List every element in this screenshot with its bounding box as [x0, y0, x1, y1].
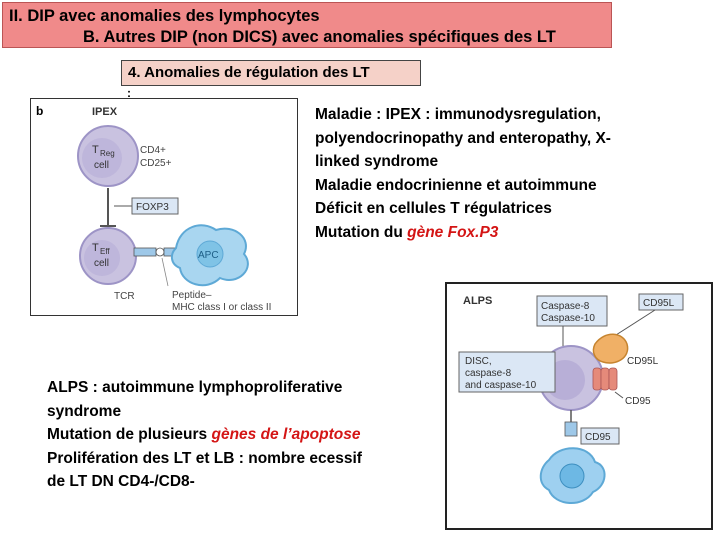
teff-cell: T Eff cell [79, 227, 137, 285]
caspase10-label: Caspase-10 [541, 313, 595, 324]
svg-text:cell: cell [94, 258, 109, 269]
alps-figure: ALPS Caspase-8 Caspase-10 CD95L CD95L DI… [445, 282, 713, 530]
caspase-box [536, 295, 608, 327]
peptide-label: Peptide– [172, 290, 212, 301]
cd25-label: CD25+ [140, 158, 172, 169]
ipex-figure: b IPEX T Reg cell CD4+ CD25+ FOXP3 T Eff… [30, 98, 298, 316]
cd95-box-label: CD95 [585, 432, 611, 443]
alps-line4: Prolifération des LT et LB : nombre eces… [47, 449, 362, 467]
svg-text:APC: APC [198, 250, 219, 261]
ipex-diagram: b IPEX T Reg cell CD4+ CD25+ FOXP3 T Eff… [30, 98, 298, 316]
alps-line5: de LT DN CD4-/CD8- [47, 473, 195, 490]
disc-label-3: and caspase-10 [465, 380, 537, 391]
tcr-label: TCR [114, 291, 135, 302]
disc-box [458, 351, 556, 393]
alps-line1: ALPS : autoimmune lymphoproliferative [47, 379, 343, 396]
cd95-box [580, 427, 620, 445]
section-title-colon: : [127, 86, 131, 100]
svg-text:Reg: Reg [100, 149, 115, 158]
ipex-line3: linked syndrome [315, 153, 439, 170]
alps-line3: Mutation de plusieurs gènes de l’apoptos… [47, 423, 427, 447]
ipex-line2: polyendocrinopathy and enteropathy, X- [315, 129, 611, 147]
ipex-line1: Maladie : IPEX : immunodysregulation, [315, 106, 601, 123]
apc-cell: APC [170, 224, 249, 287]
ipex-description: Maladie : IPEX : immunodysregulation, po… [315, 103, 685, 244]
cd4-label: CD4+ [140, 145, 166, 156]
cd95-receptor [592, 367, 618, 391]
ipex-line6-prefix: Mutation du [315, 223, 408, 241]
cd95-small-receptor [564, 421, 578, 437]
ipex-line4: Maladie endocrinienne et autoimmune [315, 176, 597, 194]
cd95l-ligand-shape [592, 333, 629, 364]
foxp3-box [131, 197, 179, 215]
mhc-label: MHC class I or class II [172, 302, 271, 313]
alps-line2: syndrome [47, 402, 122, 420]
alps-line3-prefix: Mutation de plusieurs [47, 426, 212, 443]
alps-description: ALPS : autoimmune lymphoproliferative sy… [47, 376, 427, 494]
cd95l-box [638, 293, 684, 311]
ipex-gene-highlight: gène Fox.P3 [407, 223, 499, 241]
section-title: 4. Anomalies de régulation des LT [121, 60, 421, 86]
slide-title-line2: B. Autres DIP (non DICS) avec anomalies … [83, 28, 556, 46]
alps-diagram: ALPS Caspase-8 Caspase-10 CD95L CD95L DI… [445, 282, 713, 530]
foxp3-label: FOXP3 [136, 202, 169, 213]
cd95l-box-label: CD95L [643, 298, 675, 309]
alps-figure-title: ALPS [463, 295, 492, 307]
panel-letter: b [36, 104, 43, 118]
slide-title-box: II. DIP avec anomalies des lymphocytes B… [2, 2, 612, 48]
disc-label-1: DISC, [465, 356, 492, 367]
svg-text:Eff: Eff [100, 247, 110, 256]
cd95-label: CD95 [625, 396, 651, 407]
svg-text:T: T [92, 144, 99, 156]
disc-label-2: caspase-8 [465, 368, 512, 379]
ipex-line5: Déficit en cellules T régulatrices [315, 200, 552, 217]
ipex-line6: Mutation du gène Fox.P3 [315, 221, 685, 245]
svg-text:cell: cell [94, 160, 109, 171]
caspase8-label: Caspase-8 [541, 301, 590, 312]
slide-title-line1: II. DIP avec anomalies des lymphocytes [9, 7, 320, 25]
tcr-shape [133, 247, 157, 257]
alps-gene-highlight: gènes de l’apoptose [211, 426, 361, 443]
svg-text:T: T [92, 242, 99, 254]
cd95l-label: CD95L [627, 356, 659, 367]
treg-cell: T Reg cell [77, 125, 139, 187]
ipex-figure-title: IPEX [92, 106, 118, 118]
